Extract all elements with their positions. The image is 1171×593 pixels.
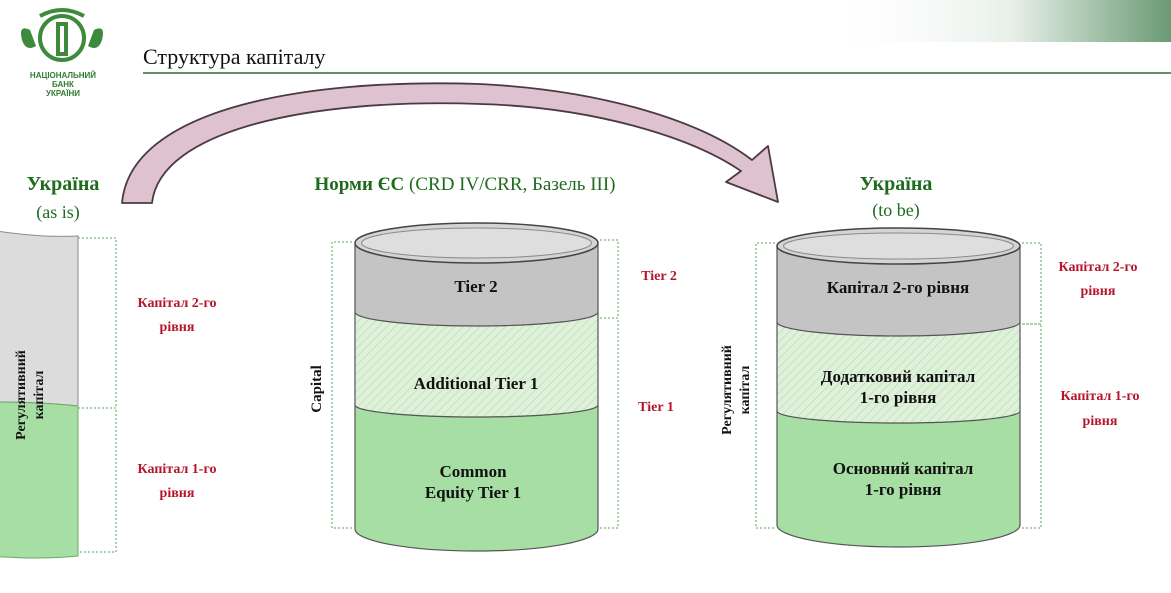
middle-cet1-text-1: Common — [439, 462, 507, 481]
left-title: Україна — [27, 173, 100, 195]
logo-line-2: БАНК — [52, 80, 74, 89]
logo-line-3: УКРАЇНИ — [46, 89, 80, 98]
middle-title-rest: (CRD IV/CRR, Базель III) — [404, 174, 615, 195]
middle-tier2-segment — [354, 242, 599, 327]
middle-at1-segment — [354, 311, 599, 418]
left-tier2-label-2: рівня — [160, 320, 195, 335]
right-regulatory-bracket — [755, 242, 775, 529]
middle-tier1-bracket — [600, 317, 619, 529]
left-tier2-bracket — [78, 237, 117, 409]
right-at1-text-1: Додатковий капітал — [821, 367, 976, 386]
middle-cet1-text-2: Equity Tier 1 — [425, 483, 521, 502]
middle-at1-text: Additional Tier 1 — [414, 374, 539, 393]
right-vertical-label-2: капітал — [738, 366, 753, 415]
right-at1-segment — [776, 321, 1021, 424]
right-tier1-bracket — [1022, 323, 1042, 529]
middle-cylinder — [354, 222, 599, 552]
middle-title-bold: Норми ЄС — [314, 174, 404, 195]
right-tier2-text: Капітал 2-го рівня — [827, 278, 969, 297]
left-tier1-bracket — [78, 407, 117, 553]
middle-tier2-bracket — [600, 239, 619, 319]
right-cet1-text-2: 1-го рівня — [865, 480, 942, 499]
header-gradient-bar — [820, 0, 1171, 42]
left-tier2-label-1: Капітал 2-го — [138, 296, 217, 311]
right-cylinder — [776, 227, 1021, 548]
left-tier1-segment — [0, 401, 79, 559]
transition-arrow-icon — [121, 82, 779, 204]
right-subtitle: (to be) — [872, 200, 919, 221]
middle-right-tier1: Tier 1 — [638, 400, 674, 415]
right-tier2-bracket — [1022, 242, 1042, 325]
middle-cet1-segment — [354, 404, 599, 552]
right-cet1-text-1: Основний капітал — [833, 459, 974, 478]
logo-line-1: НАЦІОНАЛЬНИЙ — [30, 71, 96, 80]
right-cet1-segment — [776, 410, 1021, 548]
left-subtitle: (as is) — [36, 202, 80, 223]
middle-cylinder-top-inner — [361, 227, 592, 259]
left-tier1-label-1: Капітал 1-го — [138, 462, 217, 477]
left-vertical-label-2: капітал — [32, 371, 47, 420]
middle-capital-bracket — [331, 241, 352, 529]
right-vertical-label-1: Регулятивний — [720, 345, 735, 435]
right-tier1-label-2: рівня — [1083, 414, 1118, 429]
page-title: Структура капіталу — [143, 44, 326, 69]
middle-right-tier2: Tier 2 — [641, 269, 677, 284]
nbu-logo-icon — [21, 8, 103, 62]
right-tier2-label-1: Капітал 2-го — [1059, 260, 1138, 275]
left-tier1-label-2: рівня — [160, 486, 195, 501]
left-vertical-label-1: Регулятивний — [14, 350, 29, 440]
right-tier2-segment — [776, 245, 1021, 337]
right-title: Україна — [860, 173, 933, 195]
right-at1-text-2: 1-го рівня — [860, 388, 937, 407]
left-cylinder — [0, 231, 79, 559]
right-tier2-label-2: рівня — [1081, 284, 1116, 299]
middle-title: Норми ЄС (CRD IV/CRR, Базель III) — [314, 174, 615, 195]
middle-vertical-label: Capital — [309, 365, 325, 413]
middle-tier2-text: Tier 2 — [454, 277, 497, 296]
right-tier1-label-1: Капітал 1-го — [1061, 389, 1140, 404]
right-cylinder-top-inner — [783, 232, 1014, 260]
